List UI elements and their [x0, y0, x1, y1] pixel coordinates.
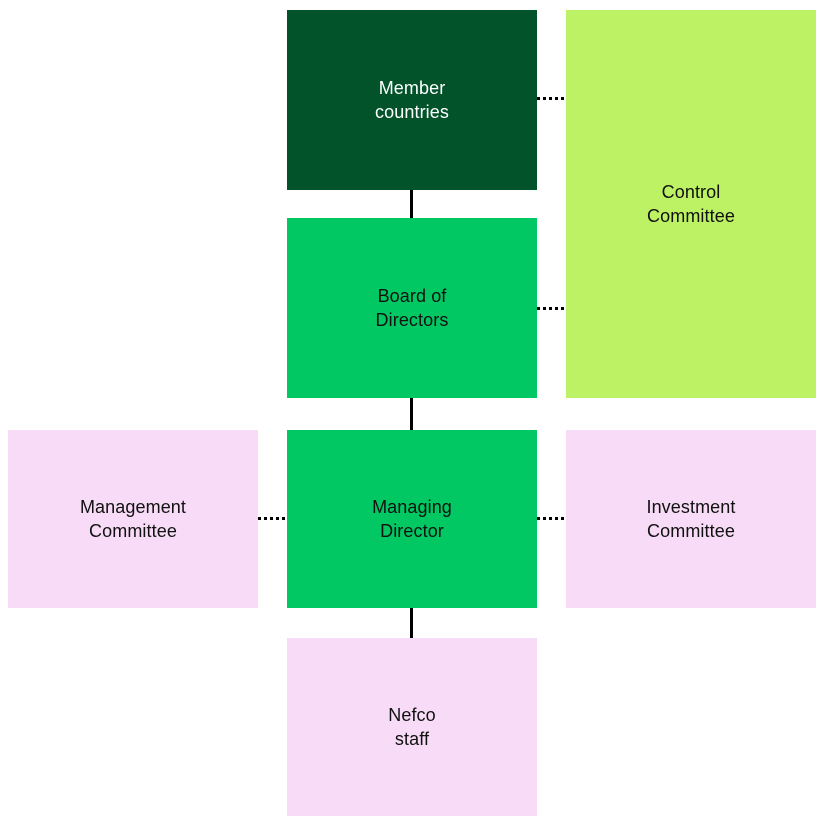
org-node-investment-committee: Investment Committee [566, 430, 816, 608]
org-node-label-line: Control [661, 182, 721, 202]
org-node-label-line: Investment [646, 497, 736, 517]
org-node-management-committee: Management Committee [8, 430, 258, 608]
org-node-label-line: Management [79, 497, 187, 517]
org-node-member-countries: Member countries [287, 10, 537, 190]
org-node-label-line: Nefco [388, 705, 436, 725]
connector-solid-board-to-managing-director [410, 398, 413, 430]
org-node-label-line: Committee [647, 521, 735, 541]
org-node-label-line: Committee [89, 521, 177, 541]
connector-solid-member-countries-to-board [410, 190, 413, 218]
org-node-nefco-staff: Nefco staff [287, 638, 537, 816]
connector-solid-managing-director-to-nefco-staff [410, 608, 413, 638]
org-node-label-line: Board of [377, 286, 447, 306]
connector-dotted-management-committee-to-managing-director [258, 517, 287, 520]
org-node-control-committee: Control Committee [566, 10, 816, 398]
org-node-managing-director: Managing Director [287, 430, 537, 608]
connector-dotted-managing-director-to-investment-committee [537, 517, 566, 520]
connector-dotted-member-countries-to-control-committee [537, 97, 566, 100]
org-node-label-line: Member [378, 78, 446, 98]
org-node-label-line: countries [375, 102, 449, 122]
org-node-label-line: Committee [647, 206, 735, 226]
org-node-label-line: Director [380, 521, 444, 541]
org-node-label-line: Managing [372, 497, 452, 517]
org-node-board-of-directors: Board of Directors [287, 218, 537, 398]
org-node-label-line: staff [394, 729, 430, 749]
org-node-label-line: Directors [375, 310, 449, 330]
connector-dotted-board-to-control-committee [537, 307, 566, 310]
